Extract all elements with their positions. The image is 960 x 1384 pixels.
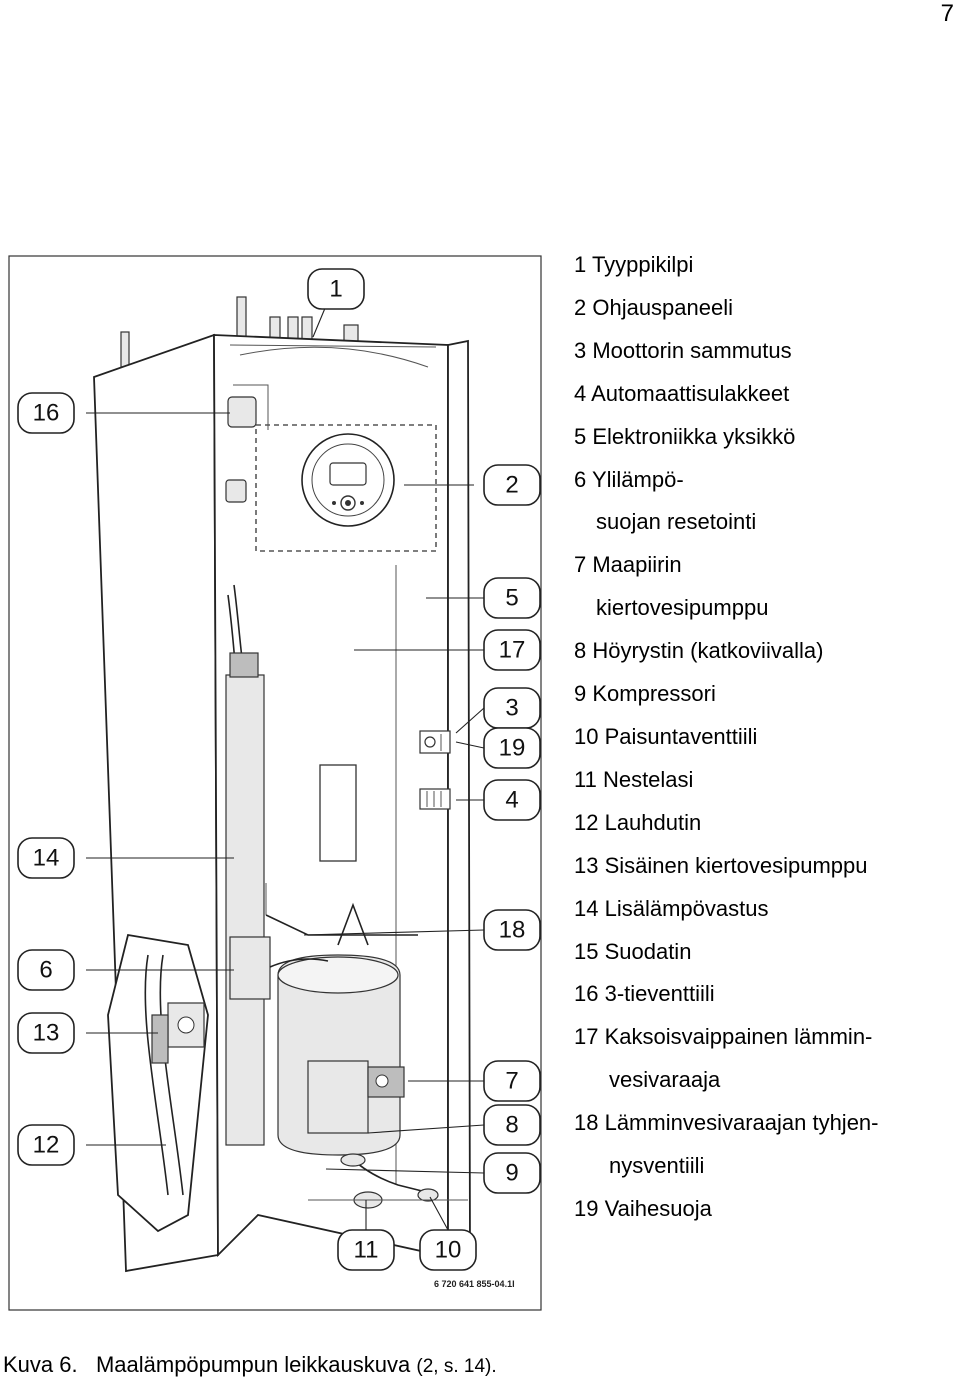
legend-item: 9 Kompressori <box>574 681 716 707</box>
legend-item: 11 Nestelasi <box>574 766 694 792</box>
legend-item: 14 Lisälämpövastus <box>574 895 769 921</box>
callout-1: 1 <box>307 268 365 310</box>
svg-text:14: 14 <box>33 845 60 872</box>
svg-text:16: 16 <box>33 400 60 427</box>
figure-frame <box>8 255 542 1311</box>
svg-text:17: 17 <box>499 637 526 664</box>
svg-text:5: 5 <box>505 585 518 612</box>
caption-label: Kuva 6. <box>3 1352 78 1377</box>
callout-11: 11 <box>337 1229 395 1271</box>
legend-item: 6 Ylilämpö- <box>574 466 684 492</box>
legend-item: 10 Paisuntaventtiili <box>574 723 758 749</box>
svg-text:13: 13 <box>33 1020 60 1047</box>
svg-text:2: 2 <box>505 472 518 499</box>
legend-item: 13 Sisäinen kiertovesipumppu <box>574 852 868 878</box>
callout-9: 9 <box>483 1152 541 1194</box>
legend-item: 18 Lämminvesivaraajan tyhjen- <box>574 1110 879 1136</box>
svg-text:6: 6 <box>39 957 52 984</box>
callout-12: 12 <box>17 1124 75 1166</box>
legend-item: 1 Tyyppikilpi <box>574 252 694 277</box>
caption-text: Maalämpöpumpun leikkauskuva <box>95 1352 411 1377</box>
parts-legend: 1 Tyyppikilpi 2 Ohjauspaneeli 3 Moottori… <box>574 244 954 1231</box>
legend-item: 3 Moottorin sammutus <box>574 337 792 363</box>
figure-caption: Kuva 6. Maalämpöpumpun leikkauskuva (2, … <box>3 1352 497 1378</box>
legend-item: 7 Maapiirin <box>574 552 682 578</box>
callout-17: 17 <box>483 629 541 671</box>
callout-5: 5 <box>483 577 541 619</box>
fuses <box>419 788 451 810</box>
callout-8: 8 <box>483 1104 541 1146</box>
svg-text:3: 3 <box>505 695 518 722</box>
legend-item: 15 Suodatin <box>574 938 692 964</box>
legend-item-continuation: nysventiili <box>609 1153 705 1179</box>
legend-item: 8 Höyrystin (katkoviivalla) <box>574 638 824 664</box>
svg-text:11: 11 <box>354 1237 379 1264</box>
svg-text:12: 12 <box>33 1132 60 1159</box>
callout-18: 18 <box>483 909 541 951</box>
svg-text:7: 7 <box>505 1068 518 1095</box>
callout-10: 10 <box>419 1229 477 1271</box>
legend-item: 2 Ohjauspaneeli <box>574 294 734 320</box>
leader-lines <box>86 300 485 1231</box>
heat-pump-cutaway-figure: .ln { fill: none; stroke: #222; stroke-w… <box>8 255 542 1311</box>
callout-2: 2 <box>483 464 541 506</box>
callout-6: 6 <box>17 949 75 991</box>
callout-4: 4 <box>483 779 541 821</box>
svg-text:8: 8 <box>505 1112 518 1139</box>
svg-text:10: 10 <box>435 1237 462 1264</box>
legend-item: 17 Kaksoisvaippainen lämmin- <box>574 1024 873 1050</box>
page-number: 7 <box>940 0 954 27</box>
legend-item: 16 3-tieventtiili <box>574 981 715 1007</box>
svg-text:9: 9 <box>505 1160 518 1187</box>
svg-text:1: 1 <box>329 276 342 303</box>
legend-item-continuation: suojan resetointi <box>596 509 757 535</box>
callout-3: 3 <box>483 687 541 729</box>
svg-text:19: 19 <box>499 735 526 762</box>
caption-reference: (2, s. 14). <box>416 1356 497 1377</box>
callout-14: 14 <box>17 837 75 879</box>
callout-13: 13 <box>17 1012 75 1054</box>
legend-item-continuation: vesivaraaja <box>609 1067 721 1093</box>
legend-item: 19 Vaihesuoja <box>574 1195 712 1221</box>
legend-item-continuation: kiertovesipumppu <box>596 595 769 621</box>
legend-item: 12 Lauhdutin <box>574 809 702 835</box>
callout-19: 19 <box>483 727 541 769</box>
legend-item: 5 Elektroniikka yksikkö <box>574 423 796 449</box>
figure-code: 6 720 641 855-04.1I <box>434 1279 515 1289</box>
svg-text:18: 18 <box>499 917 526 944</box>
svg-text:4: 4 <box>505 787 518 814</box>
legend-item: 4 Automaattisulakkeet <box>574 380 790 406</box>
callout-16: 16 <box>17 392 75 434</box>
callout-7: 7 <box>483 1060 541 1102</box>
